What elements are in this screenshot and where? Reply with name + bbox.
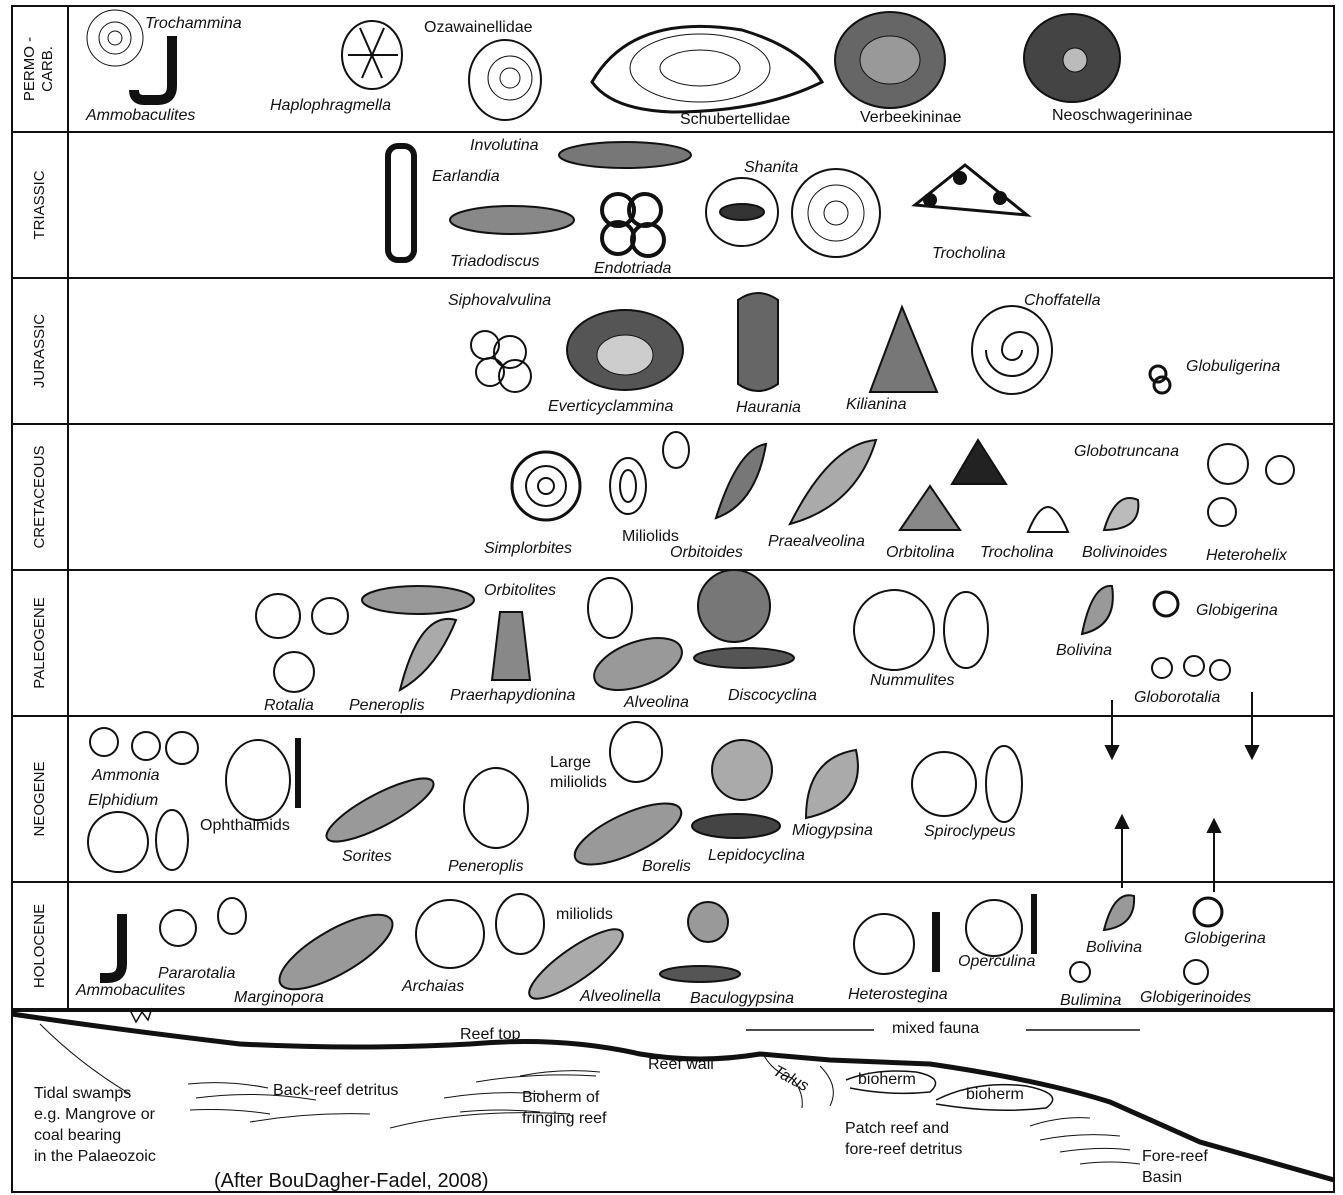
taxon-label-ophthalmids: Ophthalmids	[200, 817, 290, 834]
env-label-back-reef: Back-reef detritus	[273, 1082, 398, 1099]
taxon-label-elphidium: Elphidium	[88, 792, 158, 809]
taxon-label-schubertellidae: Schubertellidae	[680, 111, 790, 128]
taxon-label-simplorbites: Simplorbites	[484, 540, 572, 557]
taxon-label-operculina: Operculina	[958, 953, 1035, 970]
taxon-label-bolivina-paleogene: Bolivina	[1056, 642, 1112, 659]
taxon-label-kilianina: Kilianina	[846, 396, 907, 413]
taxon-label-discocyclina: Discocyclina	[728, 687, 817, 704]
taxon-label-siphovalvulina: Siphovalvulina	[448, 292, 551, 309]
taxon-label-heterohelix: Heterohelix	[1206, 547, 1288, 564]
taxon-label-haplophragmella: Haplophragmella	[270, 97, 391, 114]
taxon-label-pararotalia: Pararotalia	[158, 965, 235, 982]
period-label-holocene: HOLOCENE	[31, 904, 48, 988]
period-label-triassic: TRIASSIC	[31, 170, 48, 239]
env-label-fore-reef-2: Basin	[1142, 1169, 1182, 1186]
taxon-label-large: Large	[550, 754, 591, 771]
env-label-patch-2: fore-reef detritus	[845, 1141, 962, 1158]
taxon-label-involutina: Involutina	[470, 137, 539, 154]
taxon-label-alveolina: Alveolina	[623, 694, 689, 711]
period-label-jurassic: JURASSIC	[31, 314, 48, 388]
taxon-label-choffatella: Choffatella	[1024, 292, 1101, 309]
env-label-reef-wall: Reef wall	[648, 1056, 714, 1073]
taxon-label-globuligerina: Globuligerina	[1186, 358, 1280, 375]
taxon-label-peneroplis-paleogene: Peneroplis	[349, 697, 425, 714]
taxon-label-miliolids-holocene: miliolids	[556, 906, 613, 923]
citation: (After BouDagher-Fadel, 2008)	[214, 1170, 489, 1192]
period-label-paleogene: PALEOGENE	[31, 597, 48, 688]
env-label-bioherm-fringing-2: fringing reef	[522, 1110, 607, 1127]
taxon-label-bolivina-holocene: Bolivina	[1086, 939, 1142, 956]
taxon-label-sorites: Sorites	[342, 848, 392, 865]
period-label-permo-2: CARB.	[39, 46, 56, 92]
taxon-label-marginopora: Marginopora	[234, 989, 324, 1006]
env-label-fore-reef-1: Fore-reef	[1142, 1148, 1208, 1165]
taxon-label-miliolids-neogene: miliolids	[550, 774, 607, 791]
taxon-label-verbeekininae: Verbeekininae	[860, 109, 962, 126]
taxon-label-praealveolina: Praealveolina	[768, 533, 865, 550]
taxon-label-globigerina-paleogene: Globigerina	[1196, 602, 1278, 619]
taxon-label-bulimina: Bulimina	[1060, 992, 1121, 1009]
taxon-label-rotalia: Rotalia	[264, 697, 314, 714]
taxon-label-lepidocyclina: Lepidocyclina	[708, 847, 805, 864]
env-label-tidal-1: Tidal swamps	[34, 1085, 131, 1102]
period-label-permo-1: PERMO -	[21, 37, 38, 101]
taxon-label-spiroclypeus: Spiroclypeus	[924, 823, 1016, 840]
taxon-label-miogypsina: Miogypsina	[792, 822, 873, 839]
env-label-bioherm-2: bioherm	[966, 1086, 1024, 1103]
table-grid	[12, 6, 1334, 1192]
taxon-label-neoschwagerininae: Neoschwagerininae	[1052, 107, 1193, 124]
taxon-label-ammonia: Ammonia	[91, 767, 160, 784]
env-label-bioherm-1: bioherm	[858, 1071, 916, 1088]
taxon-label-endotriada: Endotriada	[594, 260, 671, 277]
taxon-label-heterostegina: Heterostegina	[848, 986, 948, 1003]
taxon-label-orbitolina: Orbitolina	[886, 544, 955, 561]
taxon-label-globotruncana: Globotruncana	[1074, 443, 1179, 460]
taxon-label-shanita: Shanita	[744, 159, 798, 176]
env-label-tidal-3: coal bearing	[34, 1127, 121, 1144]
taxon-label-peneroplis-neogene: Peneroplis	[448, 858, 524, 875]
taxon-label-borelis: Borelis	[642, 858, 691, 875]
env-label-talus: Talus	[770, 1063, 811, 1096]
env-label-reef-top: Reef top	[460, 1026, 521, 1043]
env-label-bioherm-fringing-1: Bioherm of	[522, 1089, 600, 1106]
env-label-patch-1: Patch reef and	[845, 1120, 949, 1137]
env-label-mixed-fauna: mixed fauna	[892, 1020, 979, 1037]
taxon-label-archaias: Archaias	[401, 978, 464, 995]
taxon-label-miliolids-cretaceous: Miliolids	[622, 528, 679, 545]
taxon-label-globorotalia: Globorotalia	[1134, 689, 1220, 706]
period-label-cretaceous: CRETACEOUS	[31, 445, 48, 548]
env-label-tidal-2: e.g. Mangrove or	[34, 1106, 156, 1123]
range-arrows	[1106, 692, 1258, 892]
taxon-label-trocholina-cretaceous: Trocholina	[980, 544, 1054, 561]
env-label-tidal-4: in the Palaeozoic	[34, 1148, 156, 1165]
taxon-label-globigerina-holocene: Globigerina	[1184, 930, 1266, 947]
taxon-label-globigerinoides: Globigerinoides	[1140, 989, 1251, 1006]
taxon-label-trocholina-triassic: Trocholina	[932, 245, 1006, 262]
taxon-label-ammobaculites: Ammobaculites	[85, 107, 195, 124]
taxon-label-orbitolites: Orbitolites	[484, 582, 556, 599]
taxon-label-orbitoides: Orbitoides	[670, 544, 743, 561]
taxon-label-trochammina: Trochammina	[145, 15, 242, 32]
taxon-label-earlandia: Earlandia	[432, 168, 500, 185]
taxon-label-praerhapydionina: Praerhapydionina	[450, 687, 576, 704]
period-label-neogene: NEOGENE	[31, 761, 48, 836]
taxon-label-baculogypsina: Baculogypsina	[690, 990, 794, 1007]
taxon-label-bolivinoides: Bolivinoides	[1082, 544, 1167, 561]
taxon-label-ammobaculites-holocene: Ammobaculites	[75, 982, 185, 999]
taxon-label-alveolinella: Alveolinella	[579, 988, 661, 1005]
reef-profile	[12, 1008, 1334, 1180]
taxon-label-everticyclammina: Everticyclammina	[548, 398, 673, 415]
taxon-label-ozawainellidae: Ozawainellidae	[424, 19, 533, 36]
taxon-label-nummulites: Nummulites	[870, 672, 954, 689]
taxon-label-triadodiscus: Triadodiscus	[450, 253, 540, 270]
taxon-label-haurania: Haurania	[736, 399, 801, 416]
